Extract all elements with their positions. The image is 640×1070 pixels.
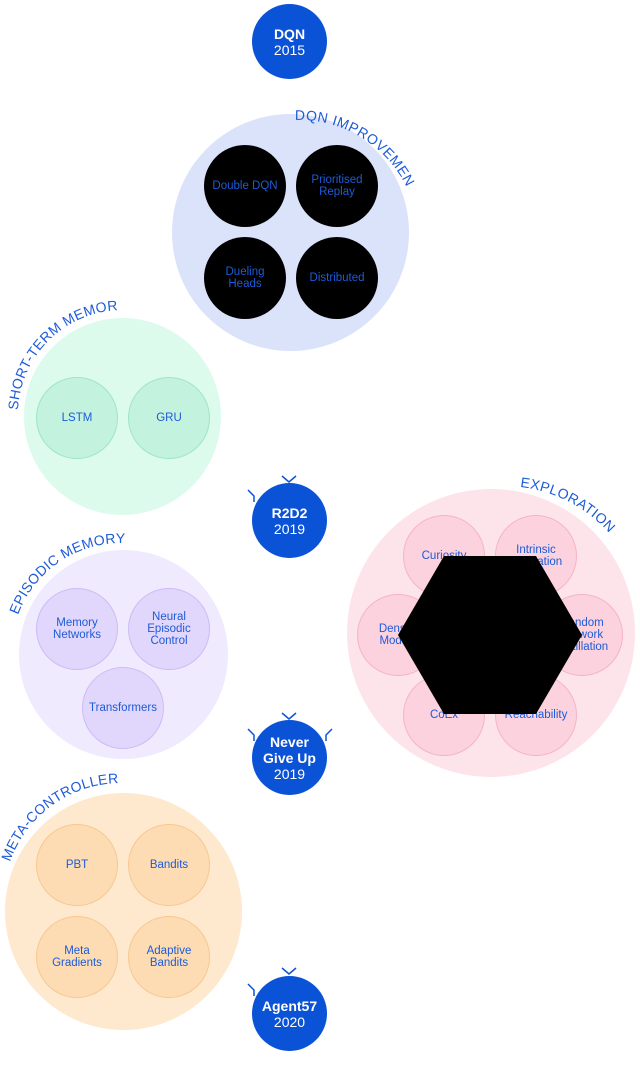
node-adaptive-bandits: Adaptive Bandits [128,916,210,998]
milestone-r2d2-year: 2019 [273,520,306,537]
chevron-left-r2d2-icon [247,489,255,502]
chevron-left-agent57-icon [247,983,255,996]
chevron-left-ngu-icon [247,728,255,741]
milestone-r2d2: R2D2 2019 [252,483,327,558]
chevron-top-ngu-icon [281,712,297,720]
milestone-dqn-name: DQN [273,25,306,42]
node-neural-episodic-control: Neural Episodic Control [128,588,210,670]
milestone-r2d2-name: R2D2 [271,504,308,521]
node-dueling-heads: Dueling Heads [204,237,286,319]
node-pbt: PBT [36,824,118,906]
group-dqn-improvements [172,114,409,351]
milestone-dqn-year: 2015 [273,41,306,58]
milestone-ngu-year: 2019 [273,765,306,782]
milestone-agent57-name: Agent57 [261,997,318,1014]
node-meta-gradients: Meta Gradients [36,916,118,998]
node-double-dqn: Double DQN [204,145,286,227]
node-bandits: Bandits [128,824,210,906]
milestone-ngu-name-line2: Give Up [263,749,316,766]
hexagon-shape [398,556,582,714]
chevron-top-agent57-icon [281,967,297,975]
node-transformers: Transformers [82,667,164,749]
milestone-never-give-up: Never Give Up 2019 [252,720,327,795]
node-memory-networks: Memory Networks [36,588,118,670]
node-gru: GRU [128,377,210,459]
chevron-top-r2d2-icon [281,475,297,483]
node-distributed: Distributed [296,237,378,319]
milestone-agent57-year: 2020 [273,1013,306,1030]
group-meta-controller [5,793,242,1030]
milestone-ngu-name-line1: Never [270,733,309,750]
node-prioritised-replay: Prioritised Replay [296,145,378,227]
milestone-dqn: DQN 2015 [252,4,327,79]
chevron-right-ngu-icon [325,728,333,741]
node-lstm: LSTM [36,377,118,459]
milestone-agent57: Agent57 2020 [252,976,327,1051]
